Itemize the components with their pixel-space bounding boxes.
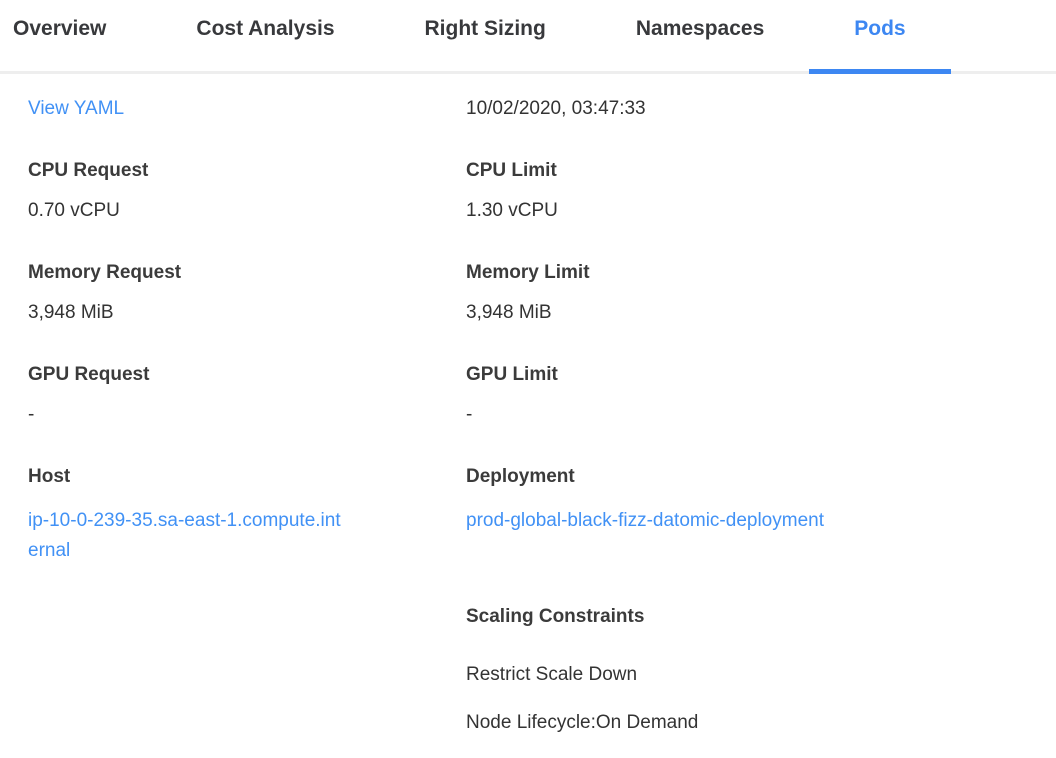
scaling-constraints-label: Scaling Constraints xyxy=(466,606,645,627)
field-memory-limit: Memory Limit 3,948 MiB xyxy=(466,262,1028,324)
deployment-label: Deployment xyxy=(466,466,575,487)
tab-cost-analysis-label: Cost Analysis xyxy=(196,17,335,40)
memory-request-label: Memory Request xyxy=(28,262,182,283)
field-gpu-limit: GPU Limit - xyxy=(466,364,1028,426)
memory-limit-value: 3,948 MiB xyxy=(466,302,552,323)
tab-overview-label: Overview xyxy=(13,17,107,40)
gpu-limit-label: GPU Limit xyxy=(466,364,558,385)
memory-limit-label: Memory Limit xyxy=(466,262,590,283)
tab-right-sizing[interactable]: Right Sizing xyxy=(380,0,591,71)
tab-pods-label: Pods xyxy=(854,17,906,40)
cpu-limit-value: 1.30 vCPU xyxy=(466,200,558,221)
host-label: Host xyxy=(28,466,71,487)
empty-cell xyxy=(28,606,466,758)
field-gpu-request: GPU Request - xyxy=(28,364,466,426)
gpu-request-label: GPU Request xyxy=(28,364,150,385)
pod-details-content: View YAML 10/02/2020, 03:47:33 CPU Reque… xyxy=(0,74,1056,758)
tab-bar: Overview Cost Analysis Right Sizing Name… xyxy=(0,0,1056,74)
cpu-request-value: 0.70 vCPU xyxy=(28,200,120,221)
field-cpu-request: CPU Request 0.70 vCPU xyxy=(28,160,466,222)
memory-request-value: 3,948 MiB xyxy=(28,302,114,323)
tab-pods[interactable]: Pods xyxy=(809,0,951,74)
cpu-limit-label: CPU Limit xyxy=(466,160,557,181)
gpu-limit-value: - xyxy=(466,404,473,425)
pod-details-grid: View YAML 10/02/2020, 03:47:33 CPU Reque… xyxy=(28,98,1028,758)
deployment-link[interactable]: prod-global-black-fizz-datomic-deploymen… xyxy=(466,510,824,531)
field-host: Host ip-10-0-239-35.sa-east-1.compute.in… xyxy=(28,466,466,566)
field-cpu-limit: CPU Limit 1.30 vCPU xyxy=(466,160,1028,222)
host-link[interactable]: ip-10-0-239-35.sa-east-1.compute.interna… xyxy=(28,510,341,561)
cpu-request-label: CPU Request xyxy=(28,160,149,181)
gpu-request-value: - xyxy=(28,404,35,425)
scaling-constraint-item: Restrict Scale Down xyxy=(466,664,638,685)
tab-namespaces[interactable]: Namespaces xyxy=(591,0,809,71)
tab-overview[interactable]: Overview xyxy=(0,0,151,71)
tab-right-sizing-label: Right Sizing xyxy=(424,17,546,40)
scaling-constraints-section: Scaling Constraints Restrict Scale Down … xyxy=(466,606,1028,758)
scaling-constraint-item: Node Lifecycle:On Demand xyxy=(466,712,699,733)
pod-timestamp: 10/02/2020, 03:47:33 xyxy=(466,98,646,119)
view-yaml-cell: View YAML xyxy=(28,98,466,120)
field-deployment: Deployment prod-global-black-fizz-datomi… xyxy=(466,466,1028,566)
timestamp-cell: 10/02/2020, 03:47:33 xyxy=(466,98,1028,120)
field-memory-request: Memory Request 3,948 MiB xyxy=(28,262,466,324)
tab-namespaces-label: Namespaces xyxy=(635,17,765,40)
view-yaml-link[interactable]: View YAML xyxy=(28,98,125,119)
tab-cost-analysis[interactable]: Cost Analysis xyxy=(151,0,379,71)
